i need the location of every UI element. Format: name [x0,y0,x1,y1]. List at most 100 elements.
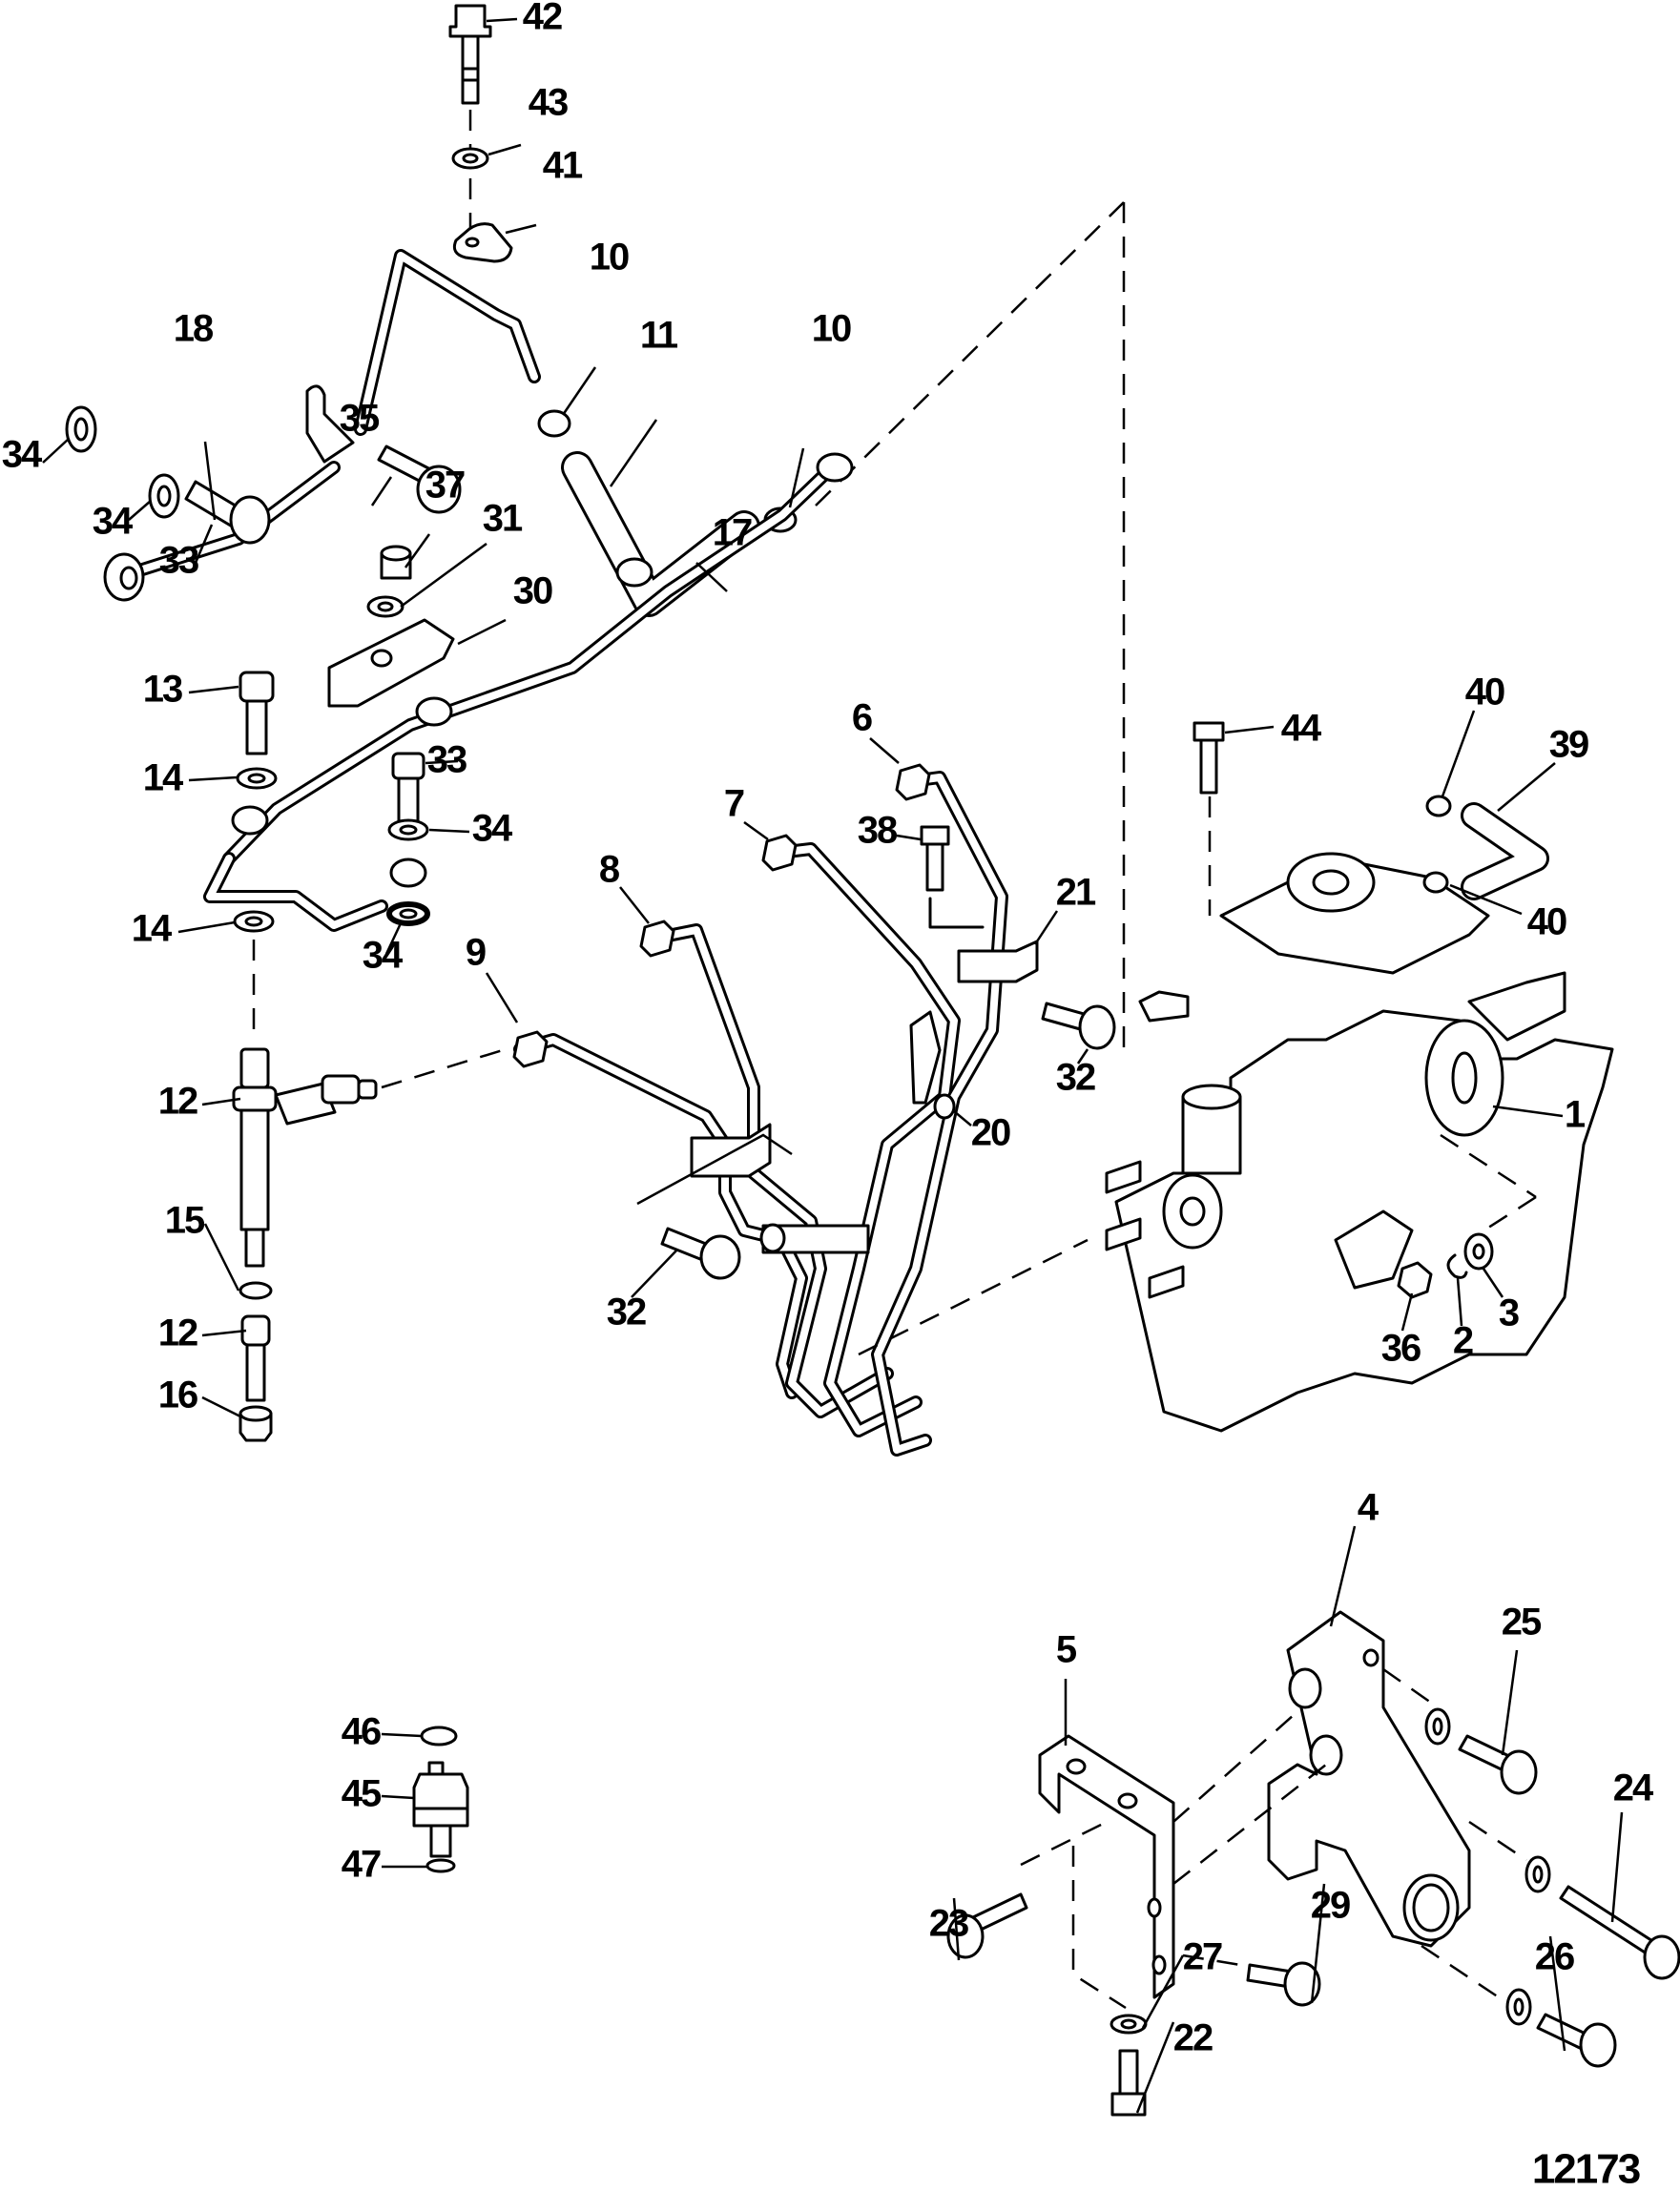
callout-40: 40 [1527,901,1566,943]
washer-34b-icon [148,473,180,519]
fuel-line-18-icon [103,384,355,602]
seal-16-icon [239,1405,273,1442]
callout-2: 2 [1453,1320,1473,1362]
callout-12: 12 [158,1313,197,1354]
callout-35: 35 [340,398,380,440]
assembly-axis [1468,1820,1527,1862]
callout-32: 32 [607,1292,646,1333]
callout-44: 44 [1281,708,1322,750]
sensor-switch-45-icon [412,1726,469,1873]
injector-nozzle-12-icon [232,1047,378,1268]
fuel-return-pipe-icon [354,249,541,436]
banjo-bolt-33a-icon [184,480,271,545]
callout-42: 42 [523,0,562,38]
callout-14: 14 [132,908,173,950]
washer-26-icon [1505,1988,1532,2026]
assembly-axis [1020,1820,1108,1867]
fuel-injection-pump-1-icon [1105,852,1614,1433]
callout-41: 41 [543,145,583,187]
washer-34c-icon [387,818,429,841]
washer-24-icon [1524,1855,1551,1893]
figure-number: 12173 [1532,2146,1640,2191]
hose-clamp-40b-icon [1422,871,1449,894]
assembly-axis [1440,1133,1537,1199]
callout-6: 6 [852,697,872,739]
clip-20-icon [909,1010,956,1120]
callout-22: 22 [1173,2017,1213,2059]
callout-16: 16 [158,1375,197,1416]
bolt-29-icon [1246,1961,1321,2007]
bolt-32a-icon [1041,1002,1116,1050]
callout-23: 23 [929,1903,968,1945]
callout-18: 18 [174,308,214,350]
banjo-bolt-33b-icon [391,752,425,828]
hose-clamp-10-icon [537,409,571,438]
washer-25-icon [1424,1707,1451,1746]
clamp-21-icon [957,940,1039,983]
support-bracket-5-icon [1038,1734,1175,1999]
callout-8: 8 [599,849,620,891]
callout-33: 33 [427,739,467,781]
callout-39: 39 [1549,724,1588,766]
callout-34: 34 [2,434,43,476]
nut-37-icon [380,545,412,580]
washer-14a-icon [236,767,278,790]
callout-10: 10 [812,308,851,350]
nut-36-icon [1397,1261,1433,1299]
washer-34d-icon [386,901,430,926]
callout-21: 21 [1056,872,1096,914]
clip-41-icon [452,222,513,263]
callout-29: 29 [1311,1885,1350,1927]
pump-bracket-4-icon [1267,1610,1471,1948]
callout-13: 13 [143,669,182,711]
assembly-axis [1071,1846,1127,2010]
bolt-25-icon [1458,1734,1538,1795]
callout-17: 17 [713,512,752,554]
callout-26: 26 [1535,1936,1574,1978]
leader-lines [42,17,1624,2114]
callout-1: 1 [1565,1094,1586,1136]
clamp-plate-30-icon [327,618,455,708]
bolt-22-icon [1110,2049,1147,2117]
callout-47: 47 [342,1844,381,1886]
callout-32: 32 [1056,1057,1095,1099]
hose-clamp-40a-icon [1425,795,1452,817]
callout-12: 12 [158,1081,197,1123]
callout-34: 34 [472,808,513,850]
bolt-42-icon [448,4,492,105]
bolt-24-icon [1559,1885,1680,1980]
callout-33: 33 [159,540,198,582]
callout-11: 11 [640,315,678,357]
callout-7: 7 [724,783,744,825]
assembly-axis [1172,1706,1303,1823]
callout-10: 10 [590,237,629,279]
callout-45: 45 [342,1773,382,1815]
washer-14b-icon [233,910,275,933]
callout-14: 14 [143,757,184,799]
callout-27: 27 [1183,1936,1222,1978]
callout-40: 40 [1465,672,1504,713]
assembly-axis [1382,1667,1432,1705]
callout-labels: 42 43 41 10 11 10 18 34 35 34 33 37 31 3… [2,0,1656,2059]
callout-36: 36 [1381,1328,1421,1370]
callout-25: 25 [1502,1602,1542,1643]
assembly-axis [1421,1944,1508,2005]
washer-27-icon [1110,2014,1148,2035]
callout-31: 31 [483,498,523,540]
callout-30: 30 [513,570,552,612]
callout-24: 24 [1613,1767,1654,1809]
assembly-axis [636,1133,793,1206]
injector-sleeve-12b-icon [240,1314,271,1402]
washer-3-icon [1463,1232,1494,1271]
assembly-axis [1182,1953,1241,1967]
assembly-axis [858,1238,1089,1356]
callout-5: 5 [1056,1629,1077,1671]
callout-9: 9 [466,932,486,974]
bolt-32b-icon [660,1227,741,1280]
callout-20: 20 [971,1112,1010,1154]
lock-washer-2-icon [1446,1253,1468,1279]
callout-3: 3 [1499,1292,1519,1334]
assembly-axis [381,1047,507,1089]
callout-38: 38 [858,810,898,852]
